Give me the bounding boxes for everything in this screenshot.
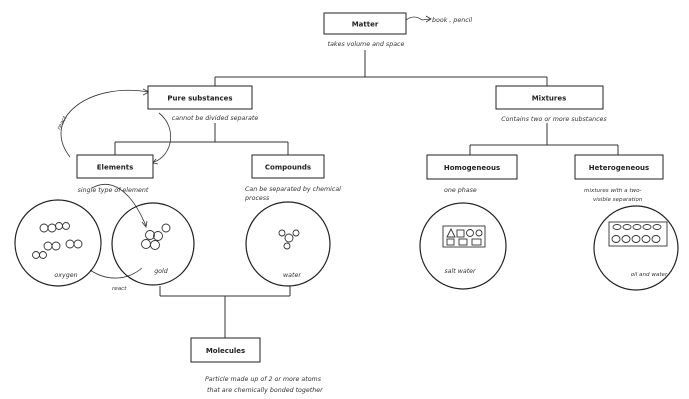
- element-relationship-note: react: [112, 286, 127, 292]
- compounds-label: Compounds: [265, 164, 311, 172]
- gold-label: gold: [154, 268, 169, 275]
- mixtures-box: [495, 85, 604, 110]
- matter-label: Matter: [352, 21, 379, 29]
- compounds-description-line1: Can be separated by chemical: [245, 185, 341, 193]
- matter-side-note: book , pencil: [432, 17, 472, 24]
- water-molecules-drawing: [278, 229, 300, 250]
- matter-box: [323, 12, 407, 35]
- matter-node: Matter takes volume and space book , pen…: [323, 12, 472, 48]
- water-label: water: [283, 271, 301, 279]
- connector-lines: [60, 15, 619, 338]
- pure-substances-node: Pure substances cannot be divided separa…: [56, 85, 259, 131]
- pure-to-elements-curve: [153, 112, 172, 163]
- salt-water-circle: [419, 202, 507, 290]
- heterogeneous-description-line2: visible separation: [593, 197, 643, 203]
- gold-example: gold: [111, 202, 195, 286]
- oxygen-example: oxygen: [14, 199, 102, 287]
- homogeneous-label: Homogeneous: [444, 164, 500, 172]
- elements-description: single type of element: [78, 186, 149, 194]
- element-circle-arrow-bottom: [89, 267, 143, 279]
- homogeneous-box: [426, 154, 518, 180]
- water-example: water: [245, 201, 331, 287]
- elements-node: Elements single type of element: [76, 154, 154, 194]
- salt-water-label: salt water: [444, 267, 476, 275]
- oil-and-water-label: oil and water: [631, 272, 668, 278]
- molecules-box: [190, 337, 261, 363]
- elements-label: Elements: [97, 164, 133, 172]
- salt-water-shapes-drawing: [442, 225, 486, 248]
- gold-atoms-drawing: [141, 223, 171, 250]
- heterogeneous-description-line1: mixtures with a two-: [584, 188, 642, 194]
- compounds-description-line2: process: [244, 195, 270, 202]
- molecules-description-line1: Particle made up of 2 or more atoms: [205, 375, 322, 383]
- molecules-description-line2: that are chemically bonded together: [207, 386, 323, 394]
- compounds-box: [251, 154, 325, 179]
- mixtures-node: Mixtures Contains two or more substances: [495, 85, 607, 123]
- oil-and-water-example: oil and water: [593, 205, 679, 291]
- mixtures-description: Contains two or more substances: [501, 115, 607, 123]
- heterogeneous-label: Heterogeneous: [589, 164, 649, 172]
- matter-note-arrowhead: [425, 15, 432, 23]
- pure-substances-description: cannot be divided separate: [172, 114, 259, 122]
- pure-substances-box: [147, 85, 253, 110]
- oxygen-label: oxygen: [54, 272, 77, 279]
- element-circle-arrow-top: [91, 184, 147, 227]
- water-circle: [245, 201, 331, 287]
- elements-box: [76, 154, 154, 179]
- gold-circle: [111, 202, 195, 286]
- compounds-node: Compounds Can be separated by chemical p…: [244, 154, 341, 202]
- salt-water-example: salt water: [419, 202, 507, 290]
- matter-note-arrow: [405, 16, 431, 21]
- element-circle-arrow-top-head: [141, 220, 148, 228]
- homogeneous-description: one phase: [444, 187, 477, 194]
- pure-substances-label: Pure substances: [167, 95, 232, 103]
- heterogeneous-box: [574, 154, 664, 180]
- molecules-node: Molecules Particle made up of 2 or more …: [190, 337, 323, 394]
- oxygen-circle: [14, 199, 102, 287]
- oil-and-water-circle: [593, 205, 679, 291]
- elements-to-pure-curve: [60, 90, 149, 158]
- molecules-label: Molecules: [206, 347, 245, 355]
- homogeneous-node: Homogeneous one phase: [426, 154, 518, 194]
- matter-description: takes volume and space: [328, 40, 405, 48]
- heterogeneous-node: Heterogeneous mixtures with a two- visib…: [574, 154, 664, 203]
- pure-substances-curve-note: react: [56, 115, 68, 131]
- oil-and-water-drawing: [608, 221, 668, 247]
- mixtures-label: Mixtures: [532, 95, 567, 103]
- oxygen-molecules-drawing: [32, 222, 83, 259]
